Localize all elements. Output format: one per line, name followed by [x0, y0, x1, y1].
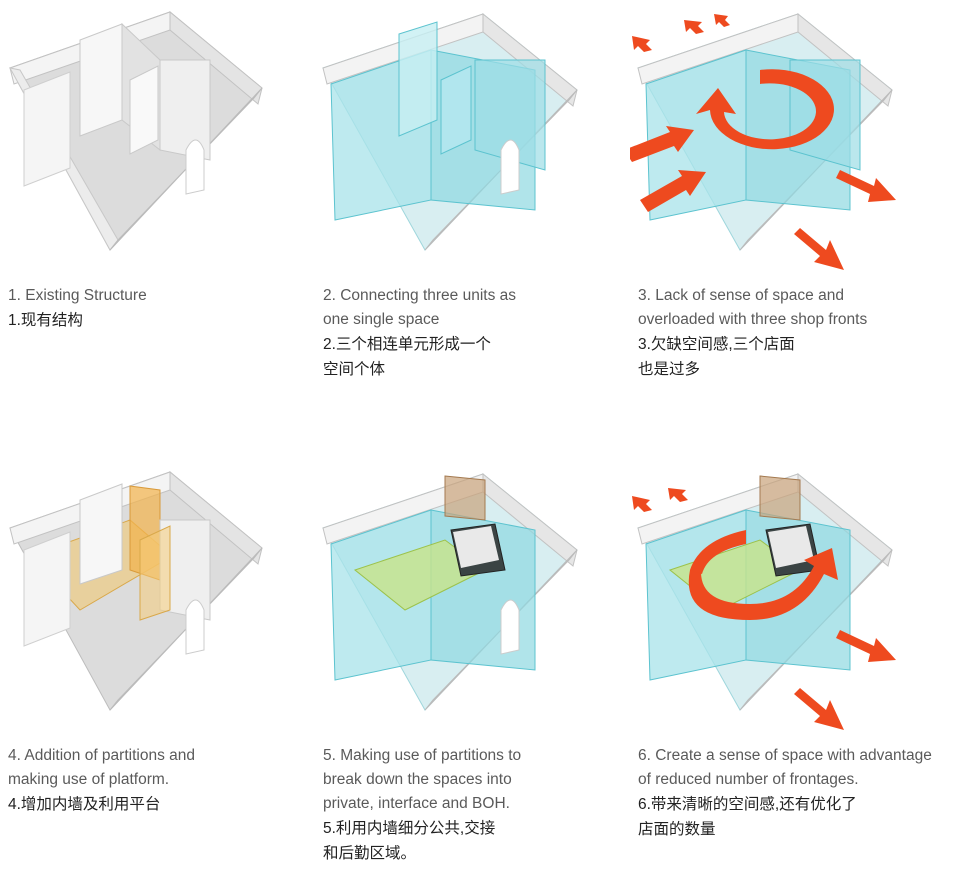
partitions-platform-model-icon — [9, 470, 263, 711]
caption-chinese: 2.三个相连单元形成一个 空间个体 — [323, 336, 491, 378]
model-shape — [9, 470, 263, 711]
caption-chinese: 4.增加内墙及利用平台 — [8, 796, 161, 813]
panel-existing-structure: 1. Existing Structure 1.现有结构 — [0, 0, 320, 434]
zoned-spaces-model-icon — [322, 472, 578, 711]
caption-chinese: 3.欠缺空间感,三个店面 也是过多 — [638, 336, 795, 378]
connected-units-model-icon — [322, 12, 578, 251]
model-shape — [322, 12, 578, 251]
caption-english: 3. Lack of sense of space and overloaded… — [638, 287, 868, 328]
panel-connecting-units: 2. Connecting three units as one single … — [315, 0, 635, 434]
red-arrows — [630, 14, 896, 270]
caption: 1. Existing Structure 1.现有结构 — [8, 284, 318, 333]
model-shape — [637, 472, 893, 711]
model-shape — [322, 472, 578, 711]
circulation-arrow-model-icon — [630, 12, 896, 270]
caption: 2. Connecting three units as one single … — [323, 284, 633, 382]
caption: 3. Lack of sense of space and overloaded… — [638, 284, 948, 382]
caption-english: 6. Create a sense of space with advantag… — [638, 747, 932, 788]
caption-english: 5. Making use of partitions to break dow… — [323, 747, 522, 812]
panel-lack-of-space: 3. Lack of sense of space and overloaded… — [630, 0, 950, 434]
panel-reduced-frontage: 6. Create a sense of space with advantag… — [630, 460, 950, 894]
caption-chinese: 1.现有结构 — [8, 312, 83, 329]
caption-english: 1. Existing Structure — [8, 287, 147, 304]
existing-structure-model-icon — [9, 10, 263, 251]
caption-chinese: 5.利用内墙细分公共,交接 和后勤区域。 — [323, 820, 496, 862]
caption-chinese: 6.带来清晰的空间感,还有优化了 店面的数量 — [638, 796, 857, 838]
model-shape — [637, 12, 893, 251]
caption: 5. Making use of partitions to break dow… — [323, 744, 633, 866]
reduced-frontage-model-icon — [632, 472, 896, 730]
caption: 6. Create a sense of space with advantag… — [638, 744, 948, 842]
caption-english: 2. Connecting three units as one single … — [323, 287, 517, 328]
caption-english: 4. Addition of partitions and making use… — [8, 747, 195, 788]
model-shape — [9, 10, 263, 251]
panel-zoned-spaces: 5. Making use of partitions to break dow… — [315, 460, 635, 894]
panel-partitions-platform: 4. Addition of partitions and making use… — [0, 460, 320, 894]
red-arrows — [632, 488, 896, 730]
caption: 4. Addition of partitions and making use… — [8, 744, 318, 817]
